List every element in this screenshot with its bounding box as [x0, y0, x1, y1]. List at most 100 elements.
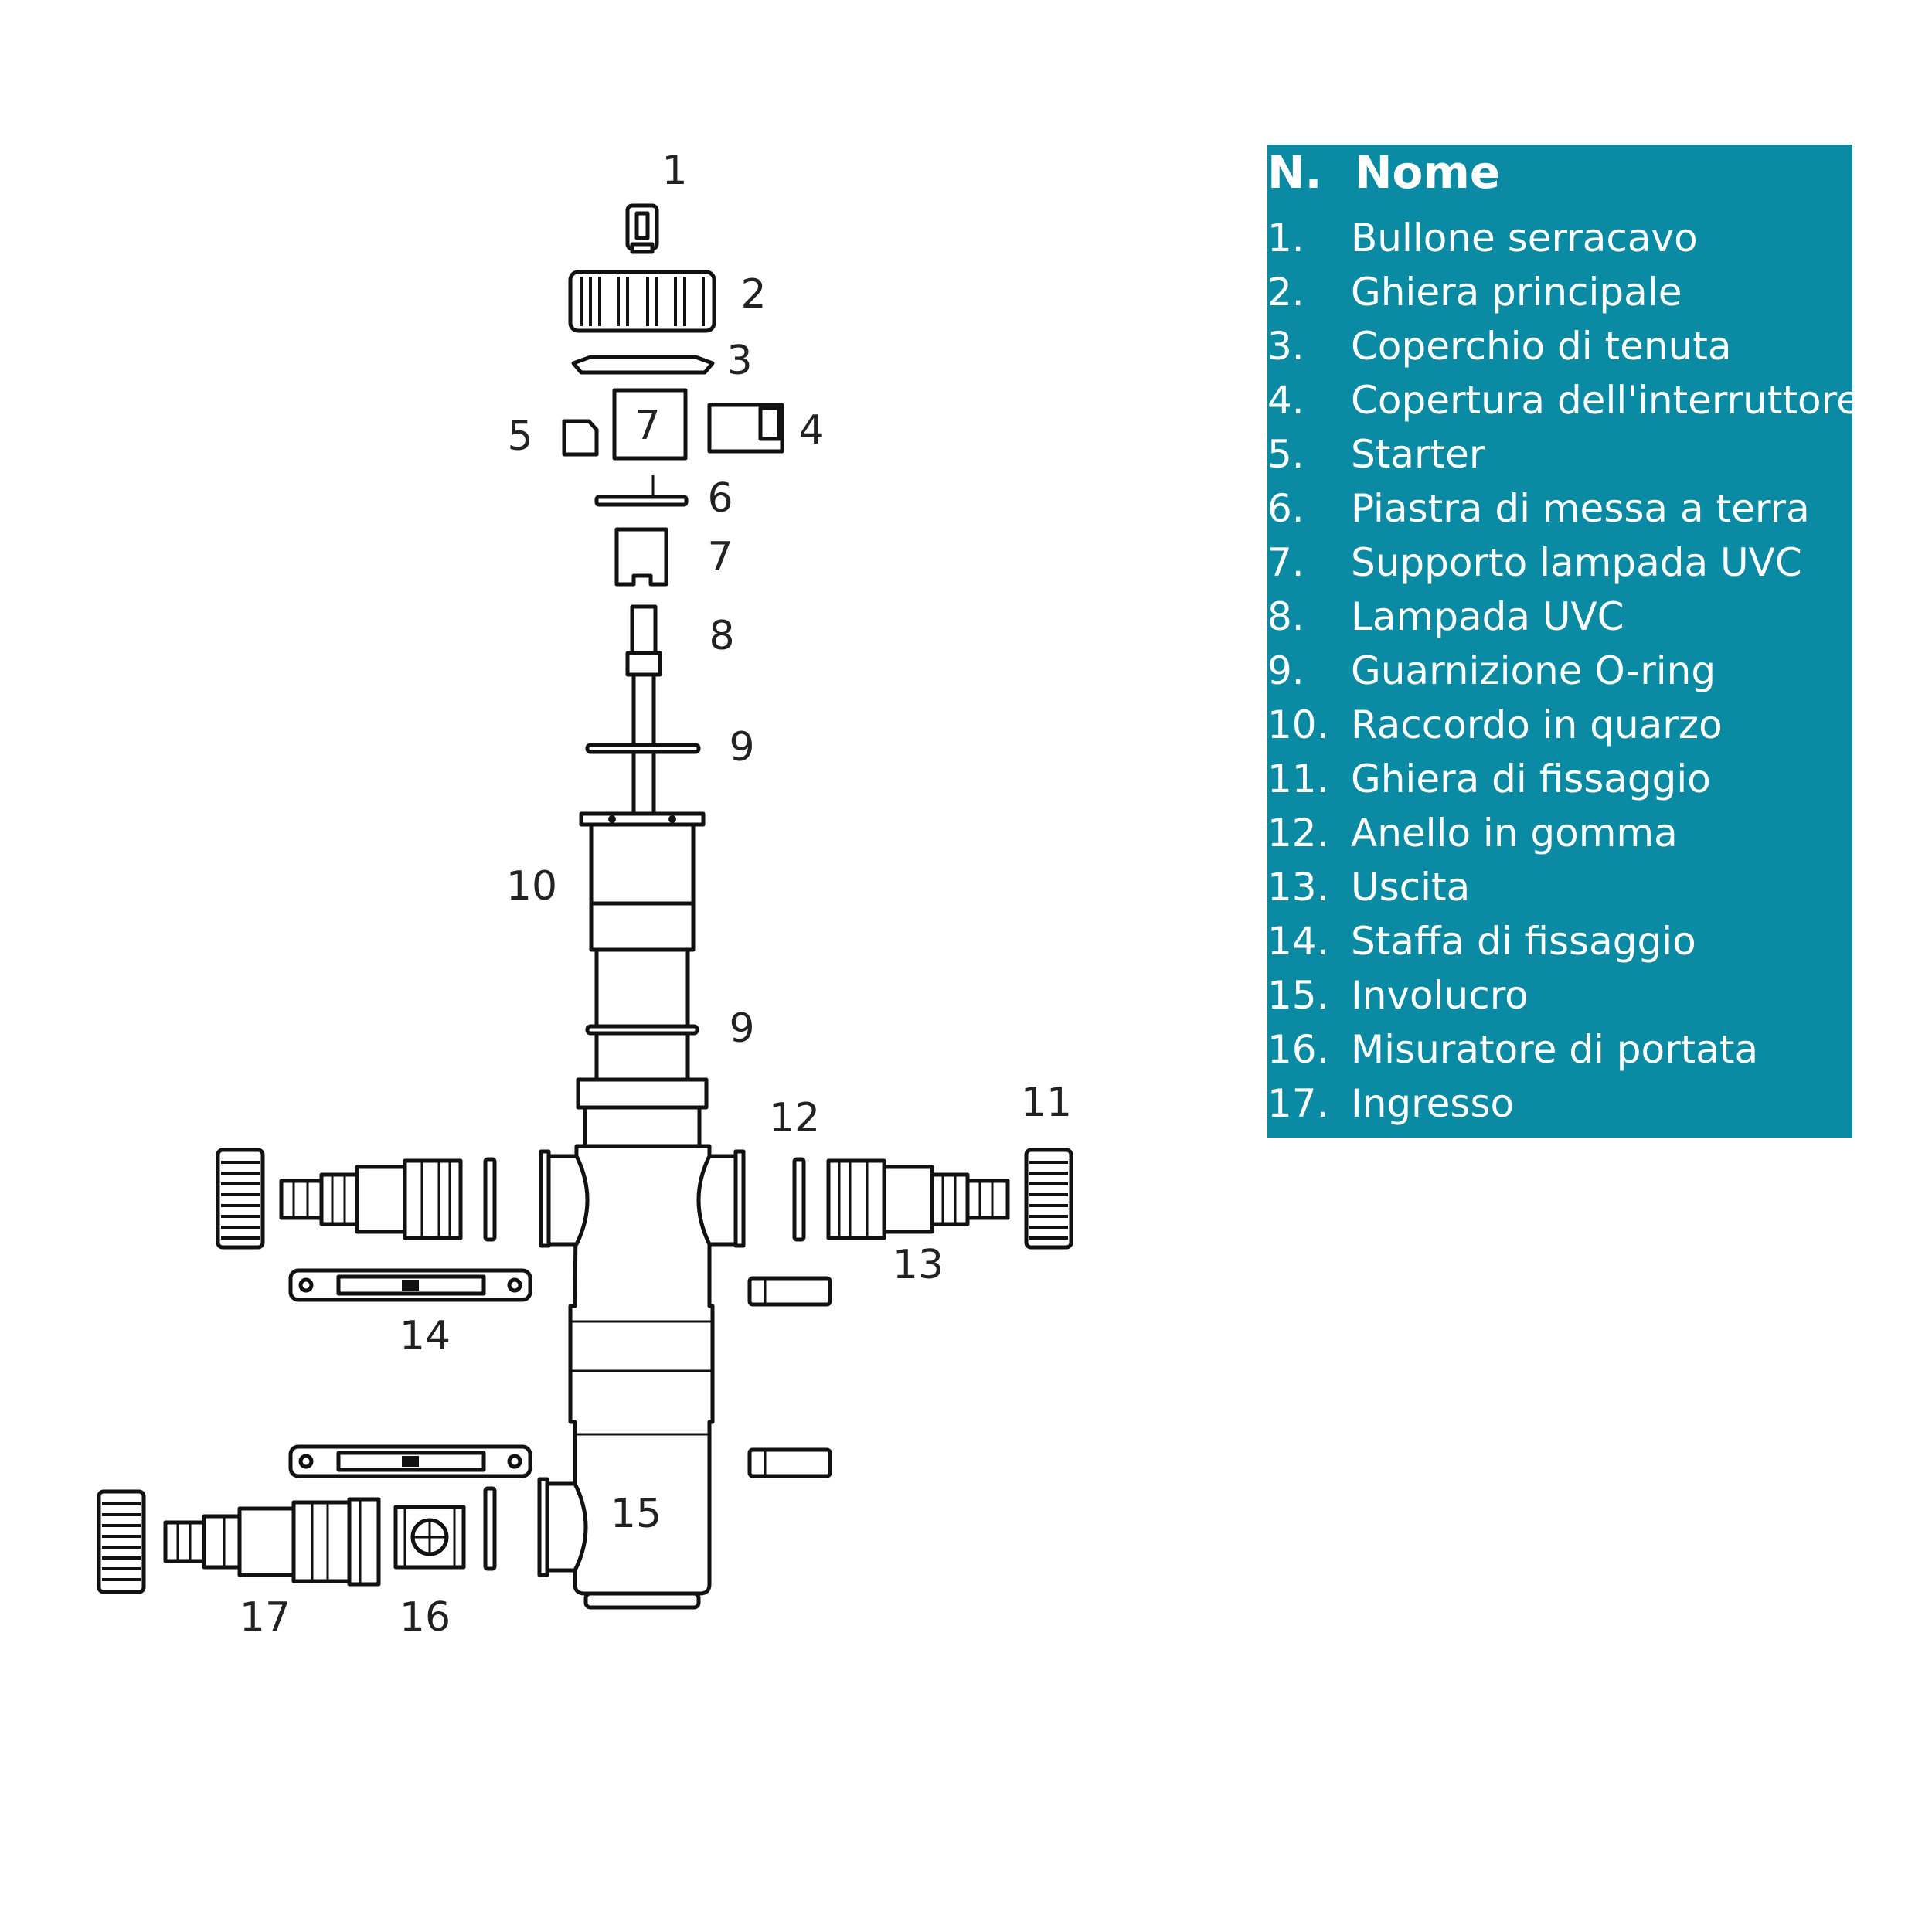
callout-9-upper: 9 — [729, 724, 754, 770]
legend-row: 8. Lampada UVC — [1267, 594, 1852, 648]
legend-row-number: 3. — [1267, 324, 1304, 369]
part-lamp-holder-upper — [612, 388, 688, 461]
callout-7-upper: 7 — [634, 403, 660, 449]
legend-row: 12. Anello in gomma — [1267, 811, 1852, 865]
legend-row-name: Piastra di messa a terra — [1351, 486, 1810, 531]
part-lamp-holder — [614, 527, 668, 587]
part-inlet-connector — [97, 1489, 381, 1594]
callout-14: 14 — [400, 1313, 451, 1359]
part-fixing-ring-nut-right — [1024, 1148, 1073, 1250]
callout-11: 11 — [1021, 1080, 1072, 1126]
legend-row-name: Staffa di fissaggio — [1351, 919, 1696, 964]
part-rubber-ring-right — [792, 1157, 806, 1242]
callout-12: 12 — [769, 1095, 820, 1141]
legend-row-name: Bullone serracavo — [1351, 216, 1698, 260]
legend-row-number: 15. — [1267, 973, 1329, 1018]
callout-labels: 1 2 3 4 5 6 7 7 8 9 9 10 11 12 13 14 15 … — [240, 148, 1072, 1641]
legend-row: 14. Staffa di fissaggio — [1267, 919, 1852, 973]
legend-row: 2. Ghiera principale — [1267, 270, 1852, 324]
legend-row-name: Misuratore di portata — [1351, 1027, 1759, 1072]
legend-row-name: Involucro — [1351, 973, 1529, 1018]
part-cable-gland-bolt — [625, 203, 659, 254]
legend-row: 16. Misuratore di portata — [1267, 1027, 1852, 1081]
part-uvc-lamp — [625, 604, 662, 816]
callout-10: 10 — [506, 863, 557, 910]
legend-header: N. Nome — [1267, 145, 1852, 206]
callout-7: 7 — [707, 534, 733, 580]
callout-2: 2 — [740, 271, 766, 318]
legend-row-name: Ghiera di fissaggio — [1351, 757, 1711, 801]
legend-row-name: Uscita — [1351, 865, 1471, 910]
callout-4: 4 — [798, 407, 824, 454]
legend-row-number: 12. — [1267, 811, 1329, 855]
part-sealing-cover — [571, 355, 715, 375]
legend-row-number: 13. — [1267, 865, 1329, 910]
part-switch-cover — [707, 403, 784, 454]
legend-row-name: Supporto lampada UVC — [1351, 540, 1802, 585]
legend-row: 6. Piastra di messa a terra — [1267, 486, 1852, 540]
legend-row-number: 11. — [1267, 757, 1329, 801]
legend-row: 5. Starter — [1267, 432, 1852, 486]
legend-row-name: Starter — [1351, 432, 1485, 477]
legend-row-name: Ghiera principale — [1351, 270, 1682, 315]
part-bracket-bolt-lower — [747, 1447, 832, 1478]
part-flow-meter — [393, 1505, 466, 1570]
legend-row: 4. Copertura dell'interruttore — [1267, 378, 1860, 432]
legend-row: 7. Supporto lampada UVC — [1267, 540, 1852, 594]
legend-list: 1.Bullone serracavo 2.Ghiera principale … — [1267, 216, 1860, 1135]
part-o-ring-upper — [585, 743, 701, 754]
legend-row-number: 17. — [1267, 1081, 1329, 1126]
legend-row: 3. Coperchio di tenuta — [1267, 324, 1852, 378]
legend-row: 17. Ingresso — [1267, 1081, 1852, 1135]
legend-row-number: 5. — [1267, 432, 1304, 477]
legend-row-number: 8. — [1267, 594, 1304, 639]
legend-row-number: 16. — [1267, 1027, 1329, 1072]
callout-16: 16 — [400, 1594, 451, 1641]
part-main-ring-nut — [568, 270, 716, 333]
callout-5: 5 — [507, 413, 532, 460]
part-fixing-bracket-upper — [288, 1268, 532, 1302]
legend-row-name: Guarnizione O-ring — [1351, 648, 1716, 693]
part-fixing-bracket-lower — [288, 1444, 532, 1478]
legend-row: 15. Involucro — [1267, 973, 1852, 1027]
legend-row: 11. Ghiera di fissaggio — [1267, 757, 1852, 811]
legend-header-name: Nome — [1355, 146, 1501, 199]
legend-row: 1. Bullone serracavo — [1267, 216, 1852, 270]
legend-row-name: Ingresso — [1351, 1081, 1515, 1126]
callout-1: 1 — [662, 148, 687, 194]
legend-header-number: N. — [1267, 146, 1322, 199]
legend-row-number: 2. — [1267, 270, 1304, 315]
part-outlet-connector — [826, 1158, 1010, 1240]
legend-row: 13. Uscita — [1267, 865, 1852, 919]
legend-row-name: Copertura dell'interruttore — [1351, 378, 1860, 423]
parts-legend: N. Nome 1. Bullone serracavo 2. Ghiera pri… — [1267, 145, 1860, 1138]
legend-row-number: 14. — [1267, 919, 1329, 964]
legend-row-name: Raccordo in quarzo — [1351, 702, 1723, 747]
callout-9-lower: 9 — [729, 1005, 754, 1052]
legend-row-name: Coperchio di tenuta — [1351, 324, 1732, 369]
part-housing — [537, 1077, 746, 1610]
part-rubber-ring-inlet — [483, 1486, 497, 1571]
callout-13: 13 — [893, 1242, 944, 1288]
part-starter — [562, 419, 599, 457]
callout-8: 8 — [709, 613, 734, 659]
legend-row-number: 9. — [1267, 648, 1304, 693]
legend-row-number: 6. — [1267, 486, 1304, 531]
part-connector-left-upper — [216, 1148, 497, 1250]
legend-row-number: 7. — [1267, 540, 1304, 585]
part-quartz-fitting — [579, 811, 706, 1031]
legend-row-number: 10. — [1267, 702, 1329, 747]
part-o-ring-lower — [585, 1024, 699, 1082]
callout-3: 3 — [726, 338, 752, 384]
callout-15: 15 — [611, 1491, 662, 1537]
legend-row: 9. Guarnizione O-ring — [1267, 648, 1852, 702]
legend-row-number: 4. — [1267, 378, 1304, 423]
callout-17: 17 — [240, 1594, 291, 1641]
part-grounding-plate — [594, 475, 689, 507]
callout-6: 6 — [707, 475, 733, 522]
part-bracket-bolt-upper — [747, 1276, 832, 1307]
legend-row-name: Lampada UVC — [1351, 594, 1624, 639]
legend-row-name: Anello in gomma — [1351, 811, 1678, 855]
legend-row-number: 1. — [1267, 216, 1304, 260]
